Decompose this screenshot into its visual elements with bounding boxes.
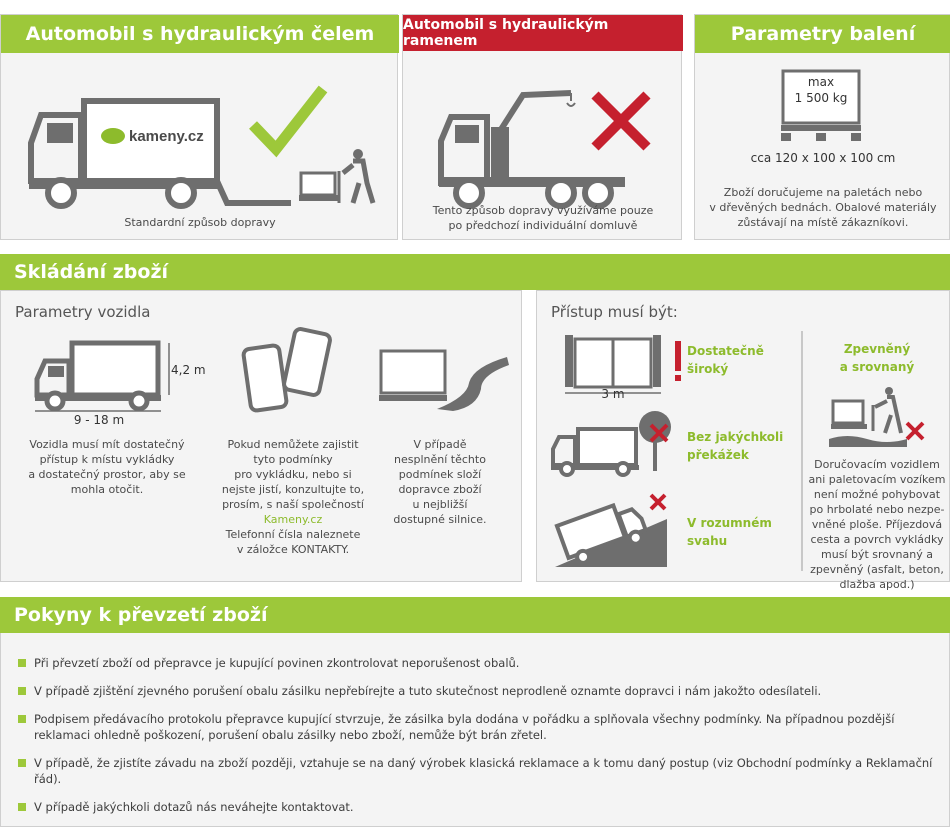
truck-slope-icon	[554, 493, 667, 567]
kameny-logo: kameny.cz	[97, 123, 209, 149]
logo-text: kameny.cz	[129, 127, 204, 145]
road-icon	[379, 349, 509, 411]
package-dimensions: cca 120 x 100 x 100 cm	[750, 151, 896, 165]
logo-stone-icon	[101, 128, 125, 144]
max-weight: 1 500 kg	[794, 91, 848, 105]
gate-icon	[565, 335, 681, 394]
crane-panel: Automobil s hydraulickým ramenem Tento z…	[402, 14, 683, 240]
surface-title-2: a srovnaný	[839, 360, 915, 374]
pallet-jack-icon	[829, 387, 925, 447]
vehicle-panel: Parametry vozidla 4,2 m 9 - 18 m Vozidla…	[0, 290, 522, 582]
access-item-wide-2: široký	[687, 362, 729, 376]
access-item-wide-1: Dostatečně	[687, 344, 764, 358]
access-item-slope-1: V rozumném	[687, 516, 772, 530]
unloading-title: Skládání zboží	[0, 254, 950, 290]
instructions-list: Při převzetí zboží od přepravce je kupuj…	[18, 655, 933, 815]
instructions-panel	[0, 633, 950, 827]
bullet-square-icon	[18, 759, 26, 767]
crane-title: Automobil s hydraulickým ramenem	[403, 15, 683, 51]
packaging-caption-2: v dřevěných bednách. Obalové materiály	[709, 201, 937, 214]
crane-truck-icon	[438, 90, 651, 209]
vehicle-text: Vozidla musí mít dostatečný přístup k mí…	[28, 438, 186, 496]
bullet-square-icon	[18, 659, 26, 667]
list-item: V případě zjištění zjevného porušení oba…	[18, 683, 933, 699]
packaging-caption-3: zůstávají na místě zákazníkovi.	[737, 216, 909, 229]
surface-text: Doručovacím vozidlem ani paletovacím voz…	[808, 458, 946, 591]
vehicle-length: 9 - 18 m	[73, 413, 125, 427]
surface-title-1: Zpevněný	[843, 342, 911, 356]
phones-icon	[241, 327, 332, 413]
packaging-panel: Parametry balení max 1 500 kg cca 120 x …	[694, 14, 950, 240]
bullet-square-icon	[18, 687, 26, 695]
vehicle-height: 4,2 m	[171, 363, 206, 377]
access-divider	[801, 331, 803, 571]
bullet-square-icon	[18, 803, 26, 811]
access-item-obstacles-2: překážek	[687, 448, 749, 462]
bullet-square-icon	[18, 715, 26, 723]
truck-obstacle-icon	[551, 411, 671, 477]
list-item: Podpisem předávacího protokolu přepravce…	[18, 711, 933, 743]
box-truck-icon	[34, 340, 170, 412]
instructions-title: Pokyny k převzetí zboží	[0, 597, 950, 633]
list-item: V případě jakýchkoli dotazů nás neváhejt…	[18, 799, 933, 815]
road-text: V případě nesplnění těchto podmínek slož…	[393, 438, 487, 526]
gate-width: 3 m	[601, 387, 625, 401]
crane-caption-1: Tento způsob dopravy využíváme pouze	[432, 204, 654, 217]
list-item: V případě, že zjistíte závadu na zboží p…	[18, 755, 933, 787]
crane-caption-2: po předchozí individuální domluvě	[448, 219, 638, 232]
phone-text: Pokud nemůžete zajistit tyto podmínky pr…	[213, 437, 373, 557]
tail-lift-panel: Automobil s hydraulickým čelem kameny.cz…	[0, 14, 399, 240]
list-item: Při převzetí zboží od přepravce je kupuj…	[18, 655, 933, 671]
max-label: max	[807, 75, 835, 89]
access-item-obstacles-1: Bez jakýchkoli	[687, 430, 784, 444]
access-panel: Přístup musí být: 3 m Dostatečně široký …	[536, 290, 950, 591]
pallet-icon	[781, 69, 861, 141]
access-item-slope-2: svahu	[687, 534, 728, 548]
tail-lift-caption: Standardní způsob dopravy	[124, 216, 276, 229]
access-title: Přístup musí být:	[551, 303, 678, 321]
kameny-link[interactable]: Kameny.cz	[263, 513, 323, 526]
tail-lift-title: Automobil s hydraulickým čelem	[1, 15, 399, 53]
packaging-caption-1: Zboží doručujeme na paletách nebo	[723, 186, 923, 199]
packaging-title: Parametry balení	[695, 15, 950, 53]
vehicle-title: Parametry vozidla	[15, 303, 151, 321]
